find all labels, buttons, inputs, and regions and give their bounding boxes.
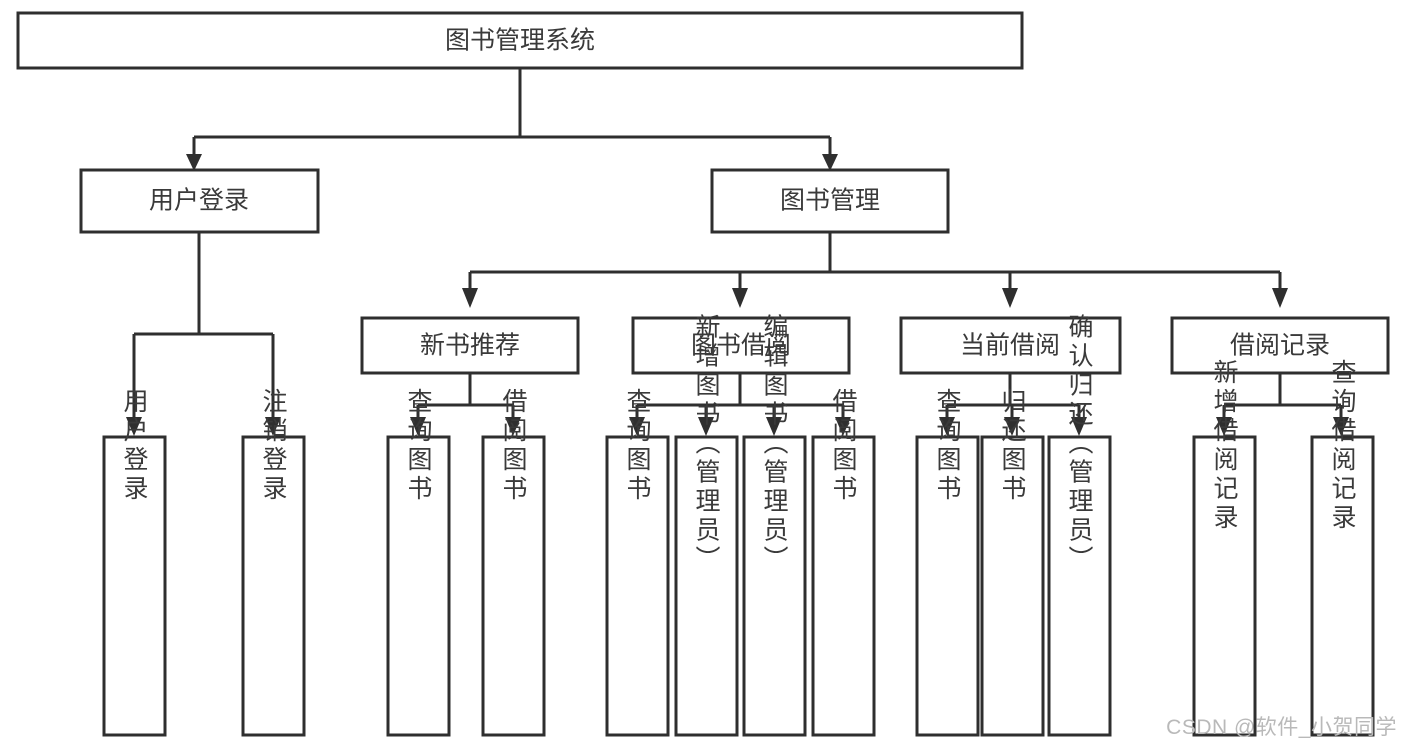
node-leaf-borrow-book-label: 借阅图书 xyxy=(829,388,858,504)
node-borrow-record[interactable]: 借阅记录 xyxy=(1170,316,1390,375)
connector-userlogin-to-leaves xyxy=(126,232,281,436)
node-leaf-record-query[interactable]: 查询借阅记录 xyxy=(1310,359,1375,737)
node-user-login[interactable]: 用户登录 xyxy=(79,168,320,234)
node-leaf-borrow-add-label: 新增图书（管理员） xyxy=(692,314,721,575)
node-leaf-newbook-query-label: 查询图书 xyxy=(404,388,433,504)
node-leaf-newbook-query[interactable]: 查询图书 xyxy=(386,388,451,737)
node-leaf-borrow-query[interactable]: 查询图书 xyxy=(605,388,670,737)
node-leaf-current-query-label: 查询图书 xyxy=(933,388,962,504)
node-current-borrow[interactable]: 当前借阅 xyxy=(899,316,1122,375)
node-leaf-borrow-query-label: 查询图书 xyxy=(623,388,652,504)
node-leaf-user-login-label: 用户登录 xyxy=(120,388,149,504)
node-leaf-record-add[interactable]: 新增借阅记录 xyxy=(1192,359,1257,737)
connector-newbook-to-leaves xyxy=(410,373,521,436)
node-book-management[interactable]: 图书管理 xyxy=(710,168,950,234)
node-leaf-current-return[interactable]: 归还图书 xyxy=(980,388,1045,737)
node-leaf-logout[interactable]: 注销登录 xyxy=(241,388,306,737)
node-leaf-borrow-add[interactable]: 新增图书（管理员） xyxy=(674,314,739,737)
node-leaf-record-add-label: 新增借阅记录 xyxy=(1210,359,1239,533)
node-book-borrow[interactable]: 图书借阅 xyxy=(631,316,851,375)
connector-root-to-level1 xyxy=(186,68,838,171)
connector-bookborrow-to-leaves xyxy=(629,373,851,436)
connector-bookmgmt-to-level2 xyxy=(462,232,1288,308)
node-leaf-borrow-book[interactable]: 借阅图书 xyxy=(811,388,876,737)
node-leaf-user-login[interactable]: 用户登录 xyxy=(102,388,167,737)
node-leaf-borrow-edit-label: 编辑图书（管理员） xyxy=(760,314,789,575)
node-leaf-newbook-borrow-label: 借阅图书 xyxy=(499,388,528,504)
node-leaf-current-query[interactable]: 查询图书 xyxy=(915,388,980,737)
node-current-borrow-label: 当前借阅 xyxy=(960,332,1060,360)
node-new-book-recommend-label: 新书推荐 xyxy=(420,332,520,360)
node-book-borrow-label: 图书借阅 xyxy=(691,332,791,360)
node-leaf-logout-label: 注销登录 xyxy=(259,388,288,504)
node-new-book-recommend[interactable]: 新书推荐 xyxy=(360,316,580,375)
node-root[interactable]: 图书管理系统 xyxy=(16,11,1024,70)
node-leaf-record-query-label: 查询借阅记录 xyxy=(1328,359,1357,533)
node-root-label: 图书管理系统 xyxy=(445,27,595,55)
connector-currentborrow-to-leaves xyxy=(939,373,1087,436)
node-leaf-newbook-borrow[interactable]: 借阅图书 xyxy=(481,388,546,737)
node-book-management-label: 图书管理 xyxy=(780,187,880,215)
node-leaf-current-return-label: 归还图书 xyxy=(998,388,1027,504)
node-leaf-current-confirm[interactable]: 确认归还（管理员） xyxy=(1047,314,1112,737)
node-borrow-record-label: 借阅记录 xyxy=(1230,332,1330,360)
node-user-login-label: 用户登录 xyxy=(149,187,249,215)
node-leaf-current-confirm-label: 确认归还（管理员） xyxy=(1065,314,1094,575)
connector-borrowrecord-to-leaves xyxy=(1216,373,1349,436)
node-leaf-borrow-edit[interactable]: 编辑图书（管理员） xyxy=(742,314,807,737)
